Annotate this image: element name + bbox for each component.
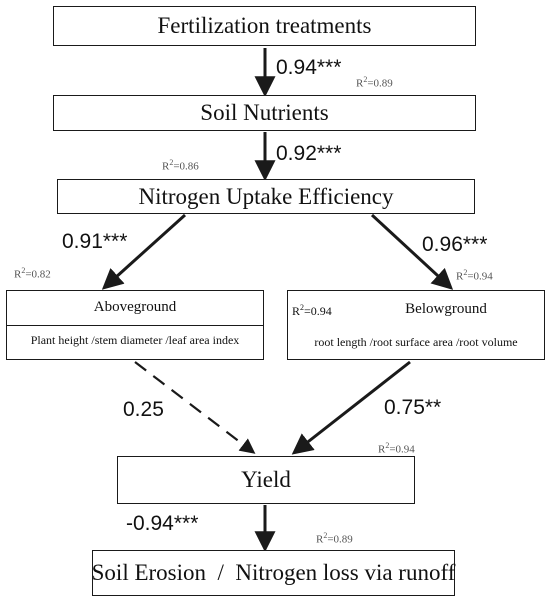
node-belowground: Belowground R2=0.94 root length /root su… [287,290,545,360]
coef-above-to-yield: 0.25 [123,398,164,421]
coef-below-to-yield: 0.75** [384,396,442,419]
node-label: Soil Nutrients [200,100,329,125]
node-label: Soil Erosion / Nitrogen loss via runoff [91,560,456,585]
arrow-above-to-yield [134,361,256,454]
r2-belowground-inner: R2=0.94 [292,303,332,318]
r2-belowground: R2=0.94 [456,268,493,283]
node-label: Yield [241,467,291,492]
node-detail: Plant height /stem diameter /leaf area i… [30,333,240,347]
arrow-nue-to-above [101,213,187,290]
coef-nue-to-below: 0.96*** [422,233,488,256]
node-title: Belowground [405,301,487,317]
coef-soil-to-nue: 0.92*** [276,142,342,165]
coef-yield-to-erosion: -0.94*** [126,512,199,535]
node-detail: root length /root surface area /root vol… [314,335,518,349]
node-fertilization-treatments: Fertilization treatments [53,6,476,46]
arrow-nue-to-below [370,213,454,290]
r2-nue: R2=0.86 [162,158,199,173]
node-soil-nutrients: Soil Nutrients [53,95,476,131]
coef-fert-to-soil: 0.94*** [276,56,342,79]
r2-erosion: R2=0.89 [316,531,353,546]
node-nitrogen-uptake-efficiency: Nitrogen Uptake Efficiency [57,179,475,214]
r2-yield: R2=0.94 [378,441,415,456]
r2-soil-nutrients: R2=0.89 [356,75,393,90]
node-label: Nitrogen Uptake Efficiency [138,183,394,209]
node-divider [7,325,263,326]
r2-aboveground: R2=0.82 [14,266,51,281]
node-yield: Yield [117,456,415,504]
coef-nue-to-above: 0.91*** [62,230,128,253]
node-label: Fertilization treatments [157,13,372,38]
node-aboveground: Aboveground Plant height /stem diameter … [6,290,264,360]
arrow-below-to-yield [291,360,411,455]
node-soil-erosion: Soil Erosion / Nitrogen loss via runoff [92,550,455,596]
node-title: Aboveground [93,299,177,315]
